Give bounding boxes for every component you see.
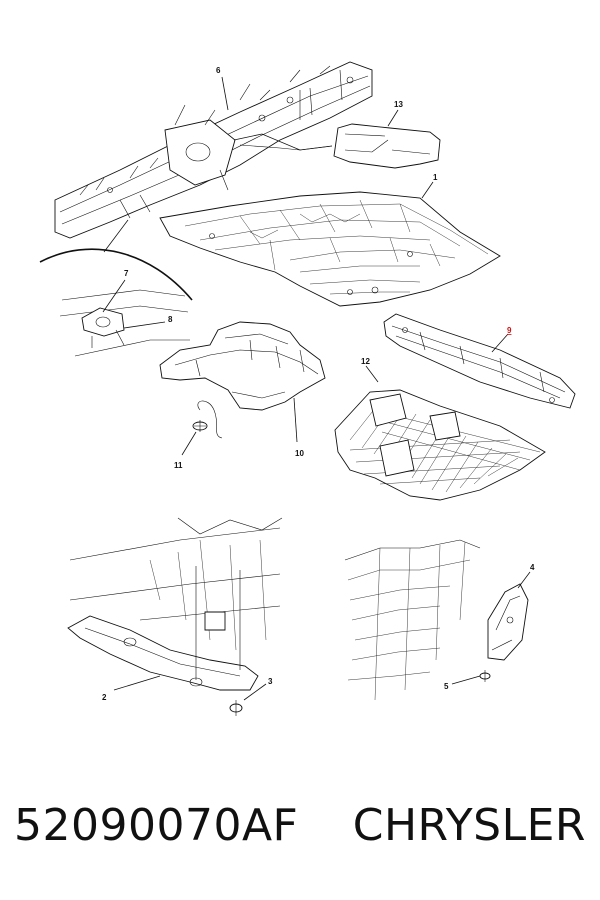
callout-6: 6 [216, 66, 221, 75]
callout-12: 12 [361, 357, 370, 366]
part-number: 52090070AF [14, 800, 299, 851]
lower-rail-detail [67, 517, 283, 716]
frame-rail-part-6 [54, 61, 373, 239]
callout-9: 9 [507, 326, 512, 335]
rear-floor-panel-part-12 [334, 389, 546, 501]
callout-7: 7 [124, 269, 129, 278]
leader-lines [103, 76, 531, 701]
inset-detail [39, 248, 193, 357]
callout-8: 8 [168, 315, 173, 324]
callout-11: 11 [174, 461, 183, 470]
callout-3: 3 [268, 677, 273, 686]
clip-part-11 [192, 400, 223, 439]
lower-right-detail [344, 539, 529, 701]
parts-diagram: 6 13 1 7 8 9 12 10 11 4 3 5 2 [39, 61, 576, 716]
callout-4: 4 [530, 563, 535, 572]
callout-1: 1 [433, 173, 438, 182]
crossmember-part-9 [383, 313, 576, 409]
callout-2: 2 [102, 693, 107, 702]
callout-5: 5 [444, 682, 449, 691]
heat-shield-part-10 [159, 321, 326, 411]
brand-name: CHRYSLER [352, 800, 586, 851]
floor-pan-part-1 [159, 191, 501, 307]
callout-10: 10 [295, 449, 304, 458]
callout-13: 13 [394, 100, 403, 109]
callout-labels: 6 13 1 7 8 9 12 10 11 4 3 5 2 [102, 66, 535, 702]
insulator-part-13 [333, 123, 441, 169]
